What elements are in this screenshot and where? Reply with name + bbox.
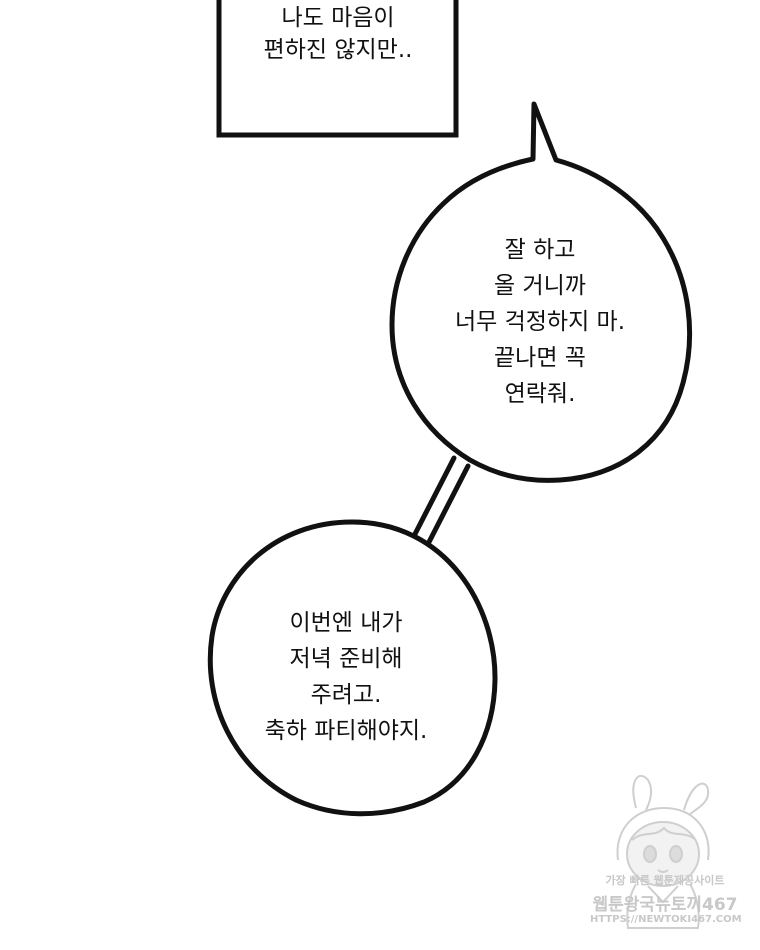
bubble-connector bbox=[411, 455, 471, 547]
mascot-girl-icon bbox=[616, 774, 710, 929]
dialogue-line: 축하 파티해야지. bbox=[264, 718, 428, 744]
dialogue-line: 연락줘. bbox=[504, 381, 576, 407]
bubble-top-text: 잘 하고 올 거니까 너무 걱정하지 마. 끝나면 꼭 연락줘. bbox=[430, 232, 650, 412]
speech-bubble-top bbox=[389, 101, 693, 483]
speech-bubble-bottom bbox=[207, 519, 498, 817]
narration-text: 나도 마음이 편하진 않지만.. bbox=[232, 2, 444, 66]
narration-line: 편하진 않지만.. bbox=[263, 37, 413, 63]
watermark-line-1: 가장 빠른 웹툰제공사이트 bbox=[605, 874, 725, 887]
narration-box bbox=[216, 0, 459, 138]
narration-line: 나도 마음이 bbox=[281, 5, 395, 31]
dialogue-line: 끝나면 꼭 bbox=[494, 345, 586, 371]
dialogue-line: 이번엔 내가 bbox=[289, 610, 403, 636]
dialogue-line: 너무 걱정하지 마. bbox=[454, 309, 626, 335]
watermark-line-3: HTTPS://NEWTOKI467.COM bbox=[590, 914, 742, 925]
dialogue-line: 저녁 준비해 bbox=[289, 646, 403, 672]
dialogue-line: 잘 하고 bbox=[504, 237, 576, 263]
watermark-line-2: 웹툰왕국뉴토끼467 bbox=[592, 895, 738, 915]
dialogue-line: 올 거니까 bbox=[494, 273, 586, 299]
bubble-bottom-text: 이번엔 내가 저녁 준비해 주려고. 축하 파티해야지. bbox=[244, 605, 448, 749]
dialogue-line: 주려고. bbox=[310, 682, 382, 708]
